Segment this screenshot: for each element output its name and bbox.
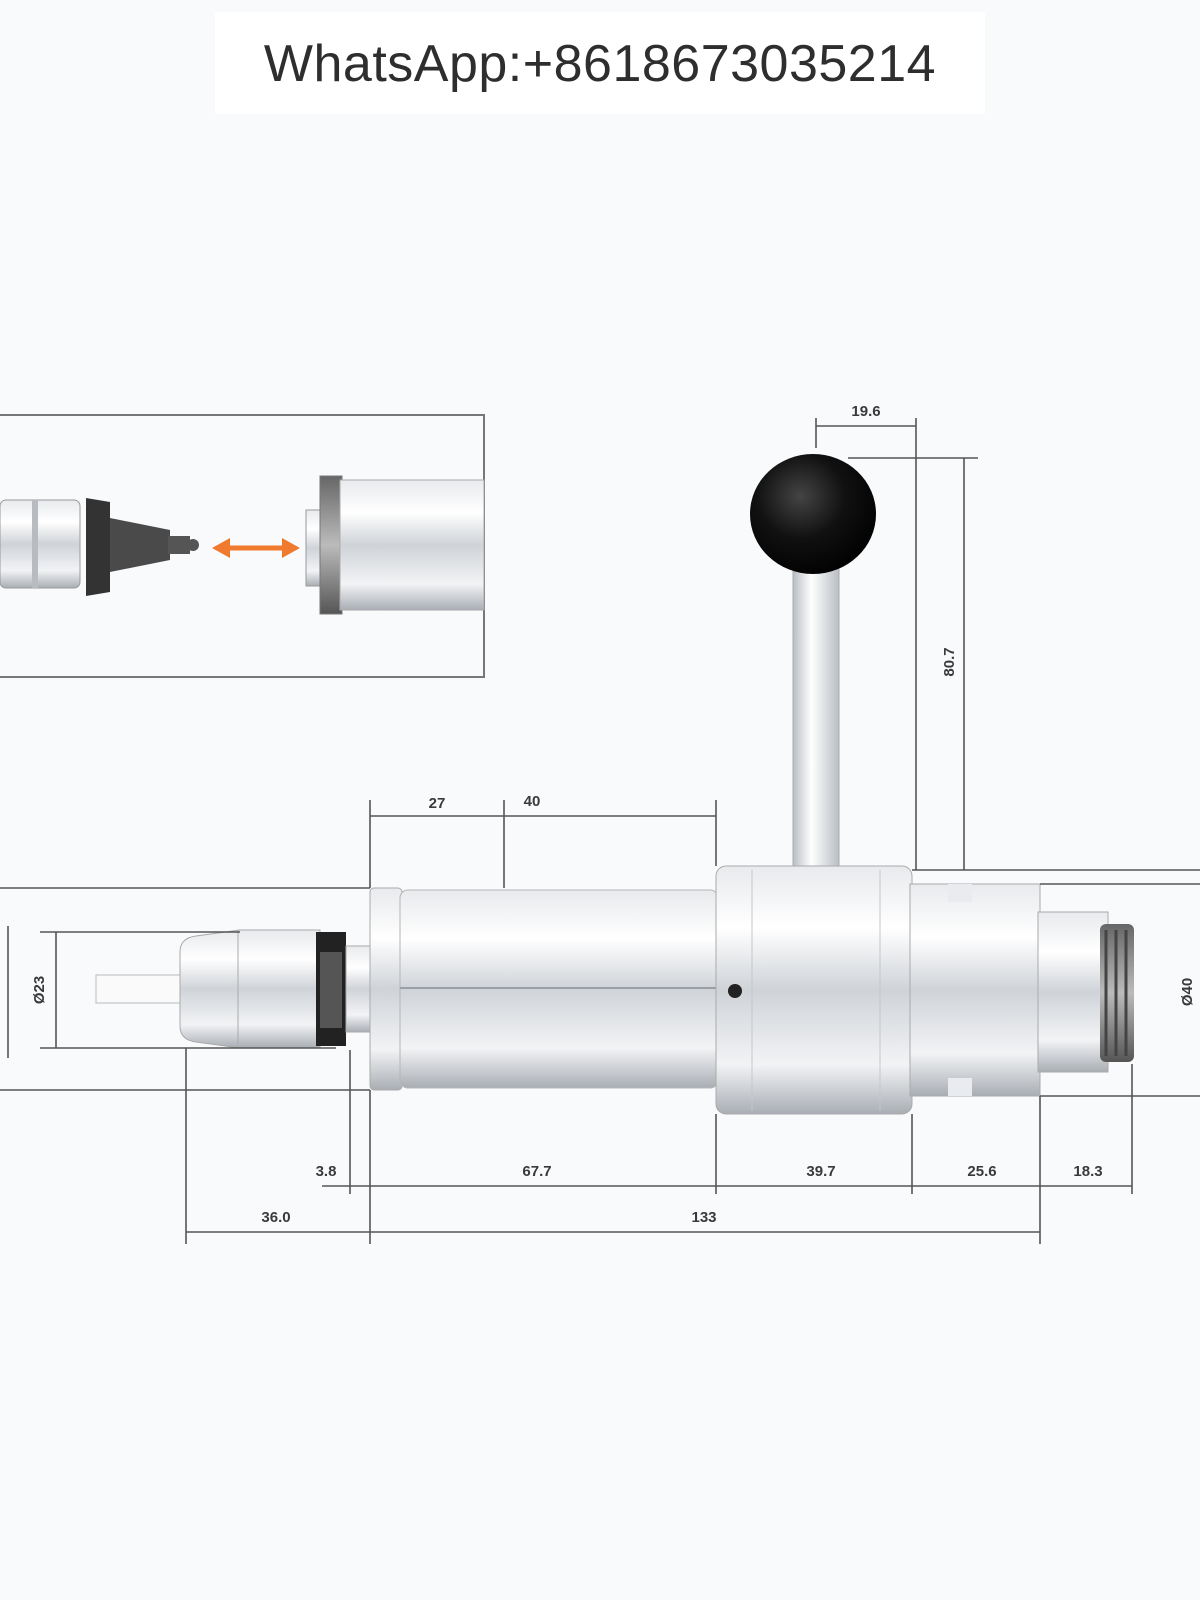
dim-bore-diameter: Ø23 [31, 976, 48, 1004]
dim-36-0: 36.0 [261, 1209, 290, 1226]
inset-spindle-body [339, 479, 485, 611]
dim-ball-diameter: 19.6 [851, 403, 880, 420]
rear-thread [1100, 924, 1134, 1062]
dim-18-3: 18.3 [1073, 1163, 1102, 1180]
inset-collet-detail [0, 414, 485, 678]
inset-holder [0, 499, 81, 589]
dim-27: 27 [429, 795, 446, 812]
contact-banner: WhatsApp:+8618673035214 [215, 12, 985, 114]
dim-39-7: 39.7 [806, 1163, 835, 1180]
dim-lever-height: 80.7 [941, 647, 958, 676]
rear-section [909, 883, 1041, 1097]
clamp-housing [715, 865, 913, 1115]
dim-67-7: 67.7 [522, 1163, 551, 1180]
dim-133: 133 [691, 1209, 716, 1226]
dim-3-8: 3.8 [316, 1163, 337, 1180]
collet-nut [179, 929, 241, 1049]
dimension-lines [0, 418, 1200, 1244]
whatsapp-contact: WhatsApp:+8618673035214 [263, 35, 937, 93]
dim-40: 40 [524, 793, 541, 810]
clamp-lever [750, 454, 876, 871]
inset-tool-cone [110, 518, 170, 572]
lever-knob [750, 454, 876, 574]
dim-25-6: 25.6 [967, 1163, 996, 1180]
dim-body-diameter: Ø40 [1179, 978, 1196, 1006]
clamp-indicator-dot [728, 984, 742, 998]
dimension-labels: 19.6 80.7 27 40 Ø23 Ø40 3.8 67.7 39.7 25… [31, 403, 1196, 1226]
insert-arrow-icon [212, 538, 300, 558]
tool-shank [95, 974, 187, 1004]
spindle-body [95, 865, 1134, 1115]
inset-nut [86, 498, 110, 596]
front-flange [369, 887, 403, 1091]
